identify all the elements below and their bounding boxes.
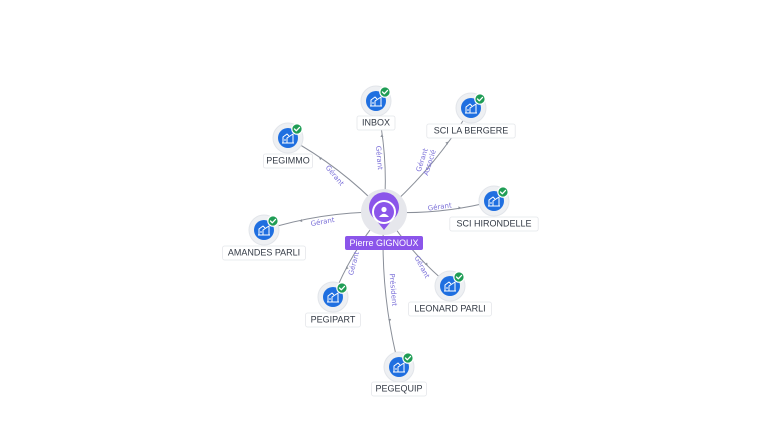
company-label-box <box>222 245 306 261</box>
edge-label-inbox: Gérant <box>374 145 384 170</box>
company-name: PEGIPART <box>311 314 356 324</box>
company-name: LEONARD PARLI <box>414 303 485 313</box>
company-node-sci-la-bergere[interactable]: SCI LA BERGERE <box>426 92 516 139</box>
verified-check-icon <box>267 215 279 227</box>
center-person-node[interactable]: Pierre GIGNOUX <box>345 189 423 250</box>
edge-arrow-inbox <box>380 134 384 138</box>
company-node-sci-hirondelle[interactable]: SCI HIRONDELLE <box>449 185 539 232</box>
edge-arrow-leonard-parli <box>424 262 428 266</box>
company-name: INBOX <box>362 117 390 127</box>
company-node-pegequip[interactable]: PEGEQUIP <box>371 351 427 397</box>
company-label-box <box>305 312 361 328</box>
edge-arrow-amandes-parli <box>299 219 303 223</box>
building-icon <box>370 96 382 107</box>
building-icon <box>465 103 477 114</box>
company-label-box <box>356 115 396 131</box>
edge-arrow-sci-hirondelle <box>458 206 462 210</box>
edge-label-sci-la-bergere: GérantAssocié <box>414 146 437 176</box>
building-icon <box>393 362 405 373</box>
building-icon <box>282 133 294 144</box>
company-name: AMANDES PARLI <box>228 247 300 257</box>
edge-arrow-sci-la-bergere <box>445 141 449 145</box>
edge-arrow-pegequip <box>388 318 392 322</box>
company-label-box <box>408 301 492 317</box>
edge-label-sci-hirondelle: Gérant <box>427 201 452 212</box>
company-label-box <box>371 381 427 397</box>
verified-check-icon <box>402 352 414 364</box>
building-icon <box>444 281 456 292</box>
company-name: SCI HIRONDELLE <box>456 218 531 228</box>
nodes-layer: INBOX SCI LA BERGERE PEGIMMO SCI HIRONDELLE… <box>222 85 539 397</box>
verified-check-icon <box>379 86 391 98</box>
company-node-inbox[interactable]: INBOX <box>356 85 396 131</box>
company-name: SCI LA BERGERE <box>434 125 509 135</box>
verified-check-icon <box>291 123 303 135</box>
company-node-pegimmo[interactable]: PEGIMMO <box>262 122 313 169</box>
building-icon <box>488 196 500 207</box>
verified-check-icon <box>453 271 465 283</box>
edge-label-pegipart: Gérant <box>347 251 361 277</box>
edge-arrow-pegipart <box>346 266 349 270</box>
verified-check-icon <box>474 93 486 105</box>
company-name: PEGEQUIP <box>375 383 422 393</box>
building-icon <box>258 225 270 236</box>
edge-label-pegequip: Président <box>388 273 399 306</box>
company-node-pegipart[interactable]: PEGIPART <box>305 281 361 328</box>
building-icon <box>327 292 339 303</box>
company-name: PEGIMMO <box>266 155 310 165</box>
company-node-leonard-parli[interactable]: LEONARD PARLI <box>408 270 492 317</box>
verified-check-icon <box>497 186 509 198</box>
company-label-box <box>449 216 539 232</box>
company-label-box <box>426 123 516 139</box>
edge-arrow-pegimmo <box>319 157 323 161</box>
center-person-name: Pierre GIGNOUX <box>349 238 418 248</box>
company-node-amandes-parli[interactable]: AMANDES PARLI <box>222 214 306 261</box>
center-label-box <box>345 236 423 250</box>
verified-check-icon <box>336 282 348 294</box>
person-icon <box>379 206 389 217</box>
company-label-box <box>262 153 313 169</box>
